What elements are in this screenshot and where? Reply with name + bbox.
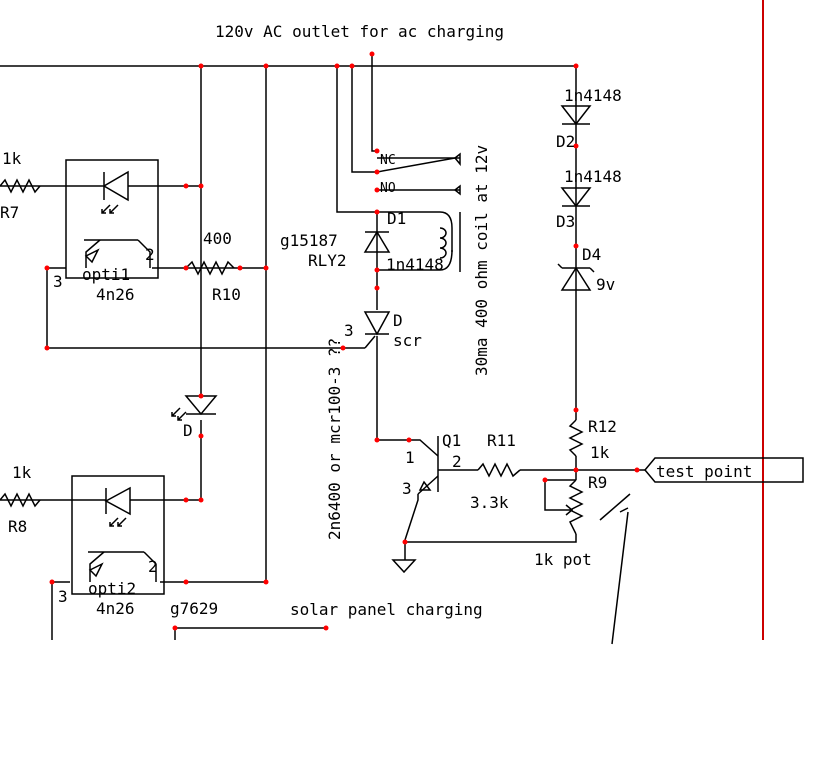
light-arrow-icon [599,493,631,645]
r10-name: R10 [212,285,241,304]
relay-part: g15187 [280,231,338,250]
q1-pin3: 3 [402,479,412,498]
r9-name: R9 [588,473,607,492]
scr-type: scr [393,331,422,350]
d2-part: 1n4148 [564,86,622,105]
opti1-pin2: 2 [145,245,155,264]
resistor-r9-pot [568,479,584,535]
r10-value: 400 [203,229,232,248]
g7629-label: g7629 [170,599,218,618]
led-name: D [183,421,193,440]
opti2-part: 4n26 [96,599,135,618]
resistor-r8 [0,492,41,508]
r11-name: R11 [487,431,516,450]
r7-name: R7 [0,203,19,222]
opti2-pin3: 3 [58,587,68,606]
r12-name: R12 [588,417,617,436]
scr-part: 2n6400 or mcr100-3 ?? [325,338,344,540]
transistor-q1 [418,480,432,491]
diagram-title: 120v AC outlet for ac charging [215,22,504,41]
zener-d4 [557,263,595,291]
diode-d1 [363,230,391,253]
diode-d3 [560,187,592,208]
relay-nc: NC [380,153,396,168]
scr-pin3: 3 [344,321,354,340]
led-d [171,395,218,421]
relay-name: RLY2 [308,251,347,270]
test-point-label: test point [656,462,752,481]
q1-pin1: 1 [405,448,415,467]
opti1-name: opti1 [82,265,130,284]
q1-pin2: 2 [452,452,462,471]
d1-name: D1 [387,209,406,228]
d3-name: D3 [556,212,575,231]
d1-part: 1n4148 [386,255,444,274]
resistor-r12 [568,419,584,457]
pot-wiper-arrow [560,504,574,516]
optocoupler-opti1 [40,159,159,279]
relay-coil [439,152,461,272]
opti2-name: opti2 [88,579,136,598]
r7-value: 1k [2,149,22,168]
resistor-r10 [185,260,235,276]
d4-value: 9v [596,275,615,294]
junctions [44,51,640,631]
scr-name: D [393,311,403,330]
scr-thyristor [363,311,391,349]
r12-value: 1k [590,443,610,462]
r9-value: 1k pot [534,550,592,569]
relay-no: NO [380,181,396,196]
coil-description: 30ma 400 ohm coil at 12v [472,145,491,376]
ground-symbol [391,559,417,574]
opti1-pin3: 3 [53,272,63,291]
q1-name: Q1 [442,431,461,450]
optocoupler-opti2 [45,475,165,595]
resistor-r11 [477,462,521,478]
diode-d2 [560,105,592,126]
d3-part: 1n4148 [564,167,622,186]
r11-value: 3.3k [470,493,509,512]
opti1-part: 4n26 [96,285,135,304]
resistor-r7 [0,178,41,194]
r8-value: 1k [12,463,32,482]
r8-name: R8 [8,517,27,536]
solar-label: solar panel charging [290,600,483,619]
d4-name: D4 [582,245,601,264]
opti2-pin2: 2 [148,557,158,576]
test-point-marker [644,457,804,483]
d2-name: D2 [556,132,575,151]
